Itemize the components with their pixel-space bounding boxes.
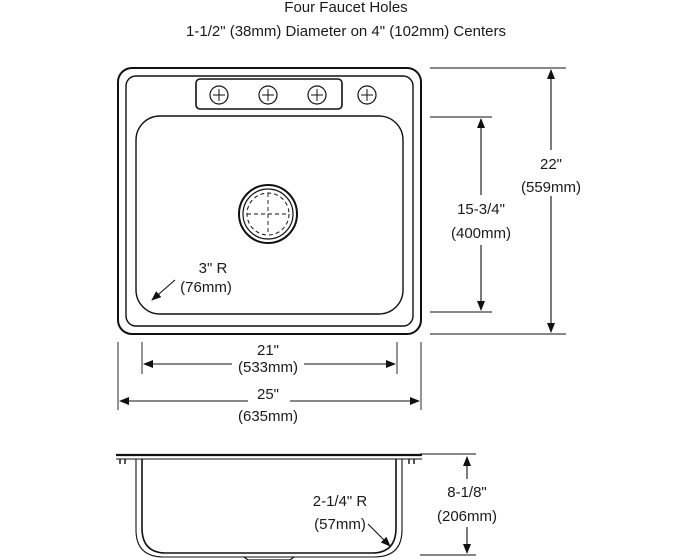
bowl-width-mm: (533mm) — [238, 359, 298, 376]
overall-depth-mm: (559mm) — [521, 179, 581, 196]
faucet-hole — [258, 85, 278, 105]
corner-radius-leader — [151, 279, 176, 301]
faucet-holes-title: Four Faucet Holes — [284, 0, 407, 16]
corner-radius-mm: (76mm) — [180, 279, 232, 296]
sink-rim-inner — [125, 75, 414, 327]
sink-side-view — [116, 453, 422, 560]
extension-lines — [117, 67, 566, 556]
faucet-hole — [307, 85, 327, 105]
sink-bowl — [135, 115, 404, 315]
bowl-depth-inches: 15-3/4" — [457, 201, 505, 218]
bottom-radius-inches: 2-1/4" R — [313, 493, 368, 510]
sink-top-view — [117, 67, 422, 335]
bottom-radius-mm: (57mm) — [314, 516, 366, 533]
corner-radius-inches: 3" R — [199, 260, 228, 277]
faucet-holes-spec: 1-1/2" (38mm) Diameter on 4" (102mm) Cen… — [186, 23, 506, 40]
overall-depth-inches: 22" — [540, 156, 562, 173]
overall-width-mm: (635mm) — [238, 408, 298, 425]
bowl-width-inches: 21" — [257, 342, 279, 359]
drain — [238, 184, 298, 244]
bowl-depth-mm: (400mm) — [451, 225, 511, 242]
bowl-height-mm: (206mm) — [437, 508, 497, 525]
faucet-deck — [195, 78, 343, 110]
bowl-height-inches: 8-1/8" — [447, 484, 487, 501]
faucet-hole — [357, 85, 377, 105]
bottom-radius-leader — [367, 523, 391, 547]
sink-rim-outer — [117, 67, 422, 335]
faucet-hole — [209, 85, 229, 105]
overall-width-inches: 25" — [257, 386, 279, 403]
